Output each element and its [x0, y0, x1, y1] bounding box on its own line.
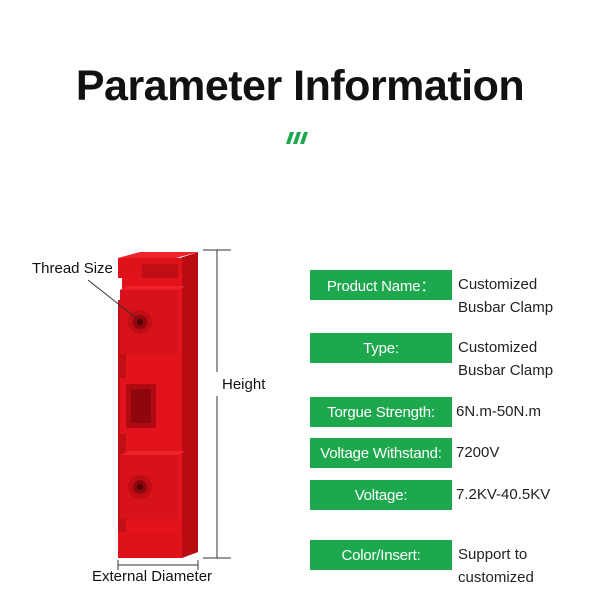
height-label: Height	[222, 376, 266, 393]
param-label: Voltage Withstand:	[310, 438, 452, 468]
param-value: 7200V	[456, 444, 500, 461]
external-diameter-label: External Diameter	[92, 568, 213, 585]
param-label: Color/Insert:	[310, 540, 452, 570]
param-label: Type:	[310, 333, 452, 363]
param-value: 6N.m-50N.m	[456, 403, 542, 420]
param-value: Support to customized	[458, 546, 534, 586]
accent-slashes-icon	[286, 132, 308, 144]
param-label: Torgue Strength:	[310, 397, 452, 427]
page-title: Parameter Information	[75, 62, 525, 110]
param-label: Product Name：	[310, 270, 452, 300]
thread-size-label: Thread Size	[32, 260, 113, 277]
param-value: Customized Busbar Clamp	[458, 276, 554, 316]
param-value: Customized Busbar Clamp	[458, 339, 554, 379]
param-label: Voltage:	[310, 480, 452, 510]
param-value: 7.2KV-40.5KV	[456, 486, 551, 503]
